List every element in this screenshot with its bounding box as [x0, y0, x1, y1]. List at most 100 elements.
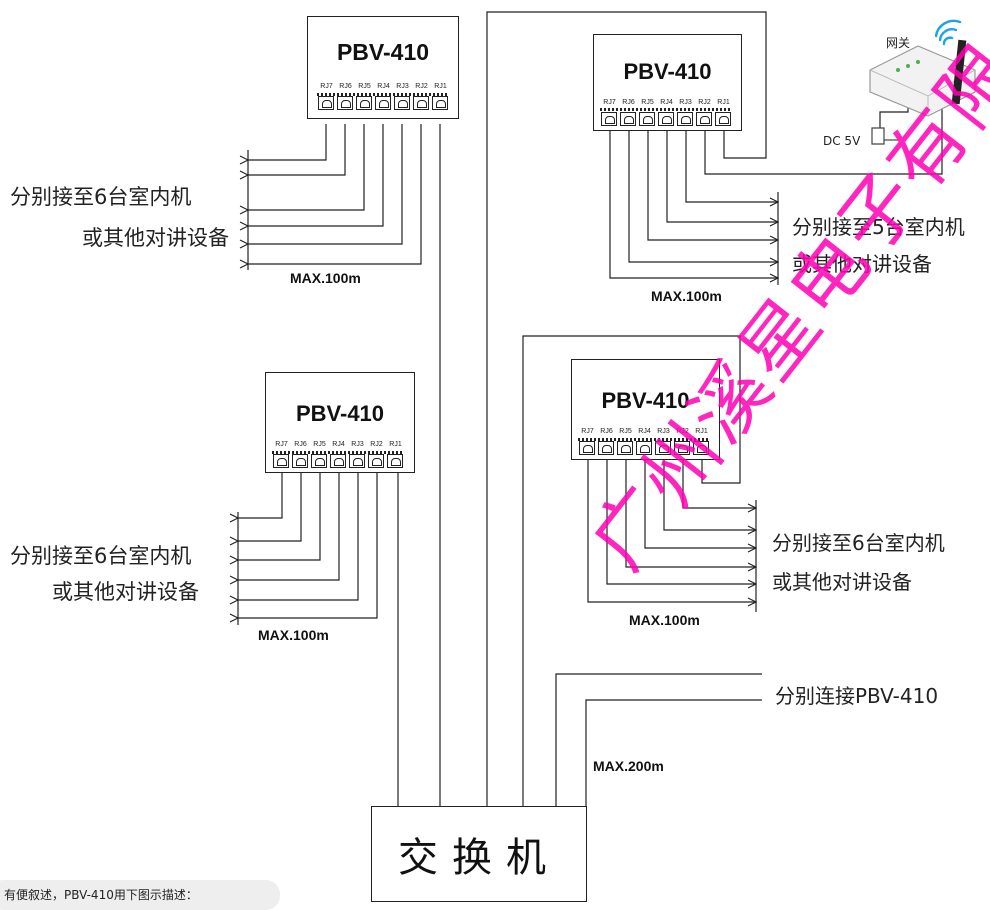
port-rj1[interactable]: RJ1 — [714, 99, 733, 129]
gw-power-plug — [871, 127, 885, 145]
d1-line-rj6 — [248, 124, 346, 175]
wifi-icon — [934, 19, 962, 46]
rj45-jack-icon — [368, 454, 384, 468]
port-rj7[interactable]: RJ7 — [272, 441, 291, 471]
port-rj3[interactable]: RJ3 — [348, 441, 367, 471]
note-caption: 有便叙述，PBV-410用下图示描述： — [0, 880, 280, 910]
device-1-desc-line2: 或其他对讲设备 — [82, 226, 229, 250]
d1-line-rj7 — [248, 124, 327, 160]
port-strip — [600, 108, 732, 111]
d2-line-rj7 — [609, 130, 778, 278]
d3-line-rj4 — [238, 468, 340, 580]
rj45-jack-icon — [658, 112, 674, 126]
gateway-label: 网关 — [886, 36, 911, 50]
rj45-jack-icon — [639, 112, 655, 126]
d4-line-rj1 — [522, 335, 741, 806]
rj45-jack-icon — [318, 96, 334, 110]
device-4-desc-line2: 或其他对讲设备 — [772, 570, 912, 594]
d3-line-rj6 — [238, 468, 302, 541]
uplink-line-1 — [555, 673, 762, 806]
rj45-jack-icon — [387, 454, 403, 468]
port-rj3[interactable]: RJ3 — [676, 99, 695, 129]
rj45-jack-icon — [696, 112, 712, 126]
rj45-jack-icon — [311, 454, 327, 468]
port-rj1[interactable]: RJ1 — [431, 83, 450, 113]
d3-line-rj2 — [238, 468, 378, 618]
rj45-jack-icon — [337, 96, 353, 110]
port-rj5[interactable]: RJ5 — [310, 441, 329, 471]
port-row: RJ7 RJ6 RJ5 RJ4 RJ3 RJ2 RJ1 — [600, 99, 733, 129]
port-rj6[interactable]: RJ6 — [336, 83, 355, 113]
uplink-desc: 分别连接PBV-410 — [775, 684, 939, 708]
port-rj4[interactable]: RJ4 — [657, 99, 676, 129]
device-3-max-distance: MAX.100m — [258, 627, 329, 643]
d2-line-rj3 — [685, 130, 778, 202]
d1-line-rj4 — [248, 124, 384, 226]
uplink-line-2 — [585, 699, 762, 806]
d3-line-rj5 — [238, 468, 321, 560]
port-rj5[interactable]: RJ5 — [638, 99, 657, 129]
port-rj7[interactable]: RJ7 — [600, 99, 619, 129]
port-row: RJ7 RJ6 RJ5 RJ4 RJ3 RJ2 RJ1 — [272, 441, 405, 471]
device-model-label: PBV-410 — [623, 59, 712, 84]
port-rj4[interactable]: RJ4 — [329, 441, 348, 471]
port-rj4[interactable]: RJ4 — [374, 83, 393, 113]
d4-line-rj2 — [682, 456, 756, 508]
device-2-max-distance: MAX.100m — [651, 288, 722, 304]
pbv410-device-4: PBV-410 RJ7 RJ6 RJ5 RJ4 RJ3 RJ2 RJ1 — [571, 359, 720, 460]
port-rj3[interactable]: RJ3 — [654, 428, 673, 458]
rj45-jack-icon — [579, 441, 595, 455]
port-rj2[interactable]: RJ2 — [695, 99, 714, 129]
rj45-jack-icon — [601, 112, 617, 126]
device-model-label: PBV-410 — [601, 388, 690, 413]
device-model-label: PBV-410 — [295, 401, 385, 426]
device-3-desc-line1: 分别接至6台室内机 — [10, 544, 192, 568]
port-row: RJ7 RJ6 RJ5 RJ4 RJ3 RJ2 RJ1 — [578, 428, 711, 458]
rj45-jack-icon — [413, 96, 429, 110]
rj45-jack-icon — [693, 441, 709, 455]
gateway-power-label: DC 5V — [823, 134, 861, 148]
port-rj6[interactable]: RJ6 — [597, 428, 616, 458]
port-rj3[interactable]: RJ3 — [393, 83, 412, 113]
d2-line-rj4 — [666, 130, 778, 222]
rj45-jack-icon — [349, 454, 365, 468]
d2-line-rj2 — [704, 95, 943, 175]
gateway-device — [869, 39, 976, 117]
rj45-jack-icon — [655, 441, 671, 455]
port-strip — [272, 451, 404, 454]
port-rj6[interactable]: RJ6 — [291, 441, 310, 471]
port-rj2[interactable]: RJ2 — [412, 83, 431, 113]
d4-line-rj3 — [663, 456, 756, 530]
port-rj7[interactable]: RJ7 — [578, 428, 597, 458]
port-rj6[interactable]: RJ6 — [619, 99, 638, 129]
d2-line-rj1 — [486, 11, 767, 806]
port-row: RJ7 RJ6 RJ5 RJ4 RJ3 RJ2 RJ1 — [317, 83, 450, 113]
rj45-jack-icon — [620, 112, 636, 126]
rj45-jack-icon — [330, 454, 346, 468]
rj45-jack-icon — [356, 96, 372, 110]
d4-line-rj7 — [587, 456, 756, 602]
d1-line-rj3 — [248, 124, 403, 244]
rj45-jack-icon — [677, 112, 693, 126]
rj45-jack-icon — [636, 441, 652, 455]
d4-line-rj4 — [644, 456, 756, 548]
port-rj2[interactable]: RJ2 — [367, 441, 386, 471]
port-rj2[interactable]: RJ2 — [673, 428, 692, 458]
rj45-jack-icon — [715, 112, 731, 126]
device-1-desc-line1: 分别接至6台室内机 — [10, 185, 192, 209]
port-rj1[interactable]: RJ1 — [692, 428, 711, 458]
device-1-max-distance: MAX.100m — [290, 270, 361, 286]
port-rj1[interactable]: RJ1 — [386, 441, 405, 471]
port-rj4[interactable]: RJ4 — [635, 428, 654, 458]
device-2-desc-line2: 或其他对讲设备 — [792, 252, 932, 276]
rj45-jack-icon — [394, 96, 410, 110]
port-rj5[interactable]: RJ5 — [355, 83, 374, 113]
rj45-jack-icon — [375, 96, 391, 110]
port-rj7[interactable]: RJ7 — [317, 83, 336, 113]
port-rj5[interactable]: RJ5 — [616, 428, 635, 458]
pbv410-device-1: PBV-410 RJ7 RJ6 RJ5 RJ4 RJ3 RJ2 RJ1 — [307, 16, 459, 119]
network-switch: 交换机 — [371, 806, 587, 902]
d4-line-rj6 — [606, 456, 756, 584]
pbv410-device-3: PBV-410 RJ7 RJ6 RJ5 RJ4 RJ3 RJ2 RJ1 — [265, 372, 415, 473]
